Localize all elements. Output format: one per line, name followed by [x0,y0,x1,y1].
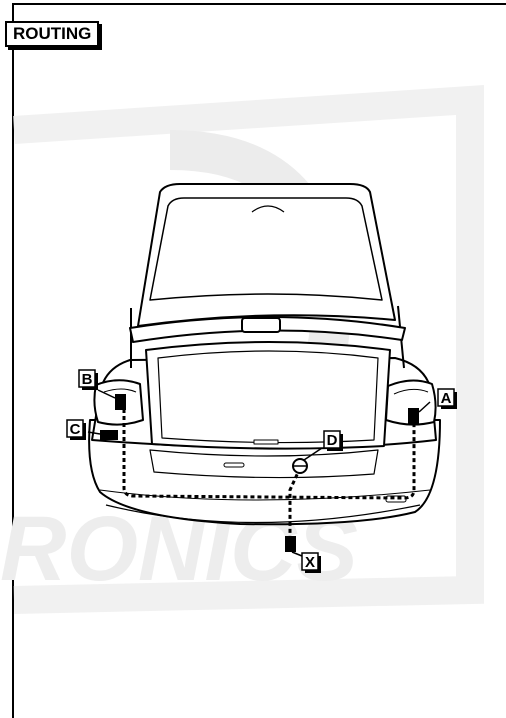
connector-c [100,430,118,440]
callout-b-label: B [82,371,93,388]
frame-top-rule [12,3,506,5]
callout-c-label: C [70,421,81,438]
trunk-opening [145,341,391,450]
callout-a: A [437,388,457,409]
vehicle-rear [88,183,441,526]
harness-x-branch [288,467,302,536]
frame-left-rule [12,3,14,718]
harness-left-branch [122,402,416,500]
section-label: ROUTING [5,21,100,47]
third-brake-light [241,317,281,333]
callout-x-label: X [305,554,315,571]
harness-route [122,402,416,536]
callout-a-label: A [441,390,452,407]
connector-b [115,394,126,410]
connector-a [408,408,419,424]
callout-d: D [323,430,343,451]
callout-x: X [301,552,321,573]
right-tail-lamp [385,379,437,426]
connector-x [285,536,296,552]
callout-c: C [66,419,86,440]
connectors [100,394,419,552]
callout-b: B [78,369,98,390]
callout-d-label: D [327,432,338,449]
trunk-lid [137,183,396,327]
grommet-d [292,458,308,474]
leader-lines [87,389,431,557]
